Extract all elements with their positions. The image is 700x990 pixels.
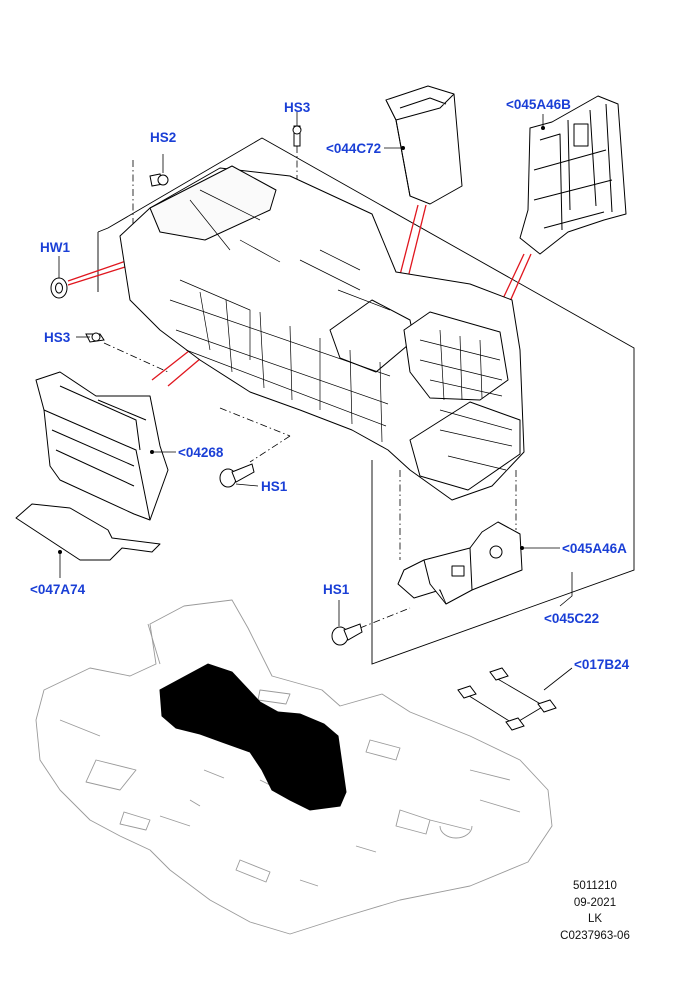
console-ribs [169, 189, 513, 471]
part-045a46a-bracket [397, 521, 523, 605]
assembly-outline [97, 137, 635, 665]
hw1-washer [50, 277, 68, 299]
c047a74-dot [58, 550, 62, 554]
part-044c72-panel [385, 85, 463, 205]
hs1-mid-leader [235, 483, 259, 487]
illustration-code: C0237963-06 [560, 929, 630, 942]
callout-04268[interactable]: <04268 [178, 445, 224, 460]
callout-017b24[interactable]: <017B24 [574, 657, 630, 672]
callout-hs1-low[interactable]: HS1 [323, 582, 350, 597]
callout-hs1-mid[interactable]: HS1 [261, 479, 288, 494]
c045a46a-dot [520, 546, 524, 550]
diagram-date: 09-2021 [573, 896, 617, 909]
diagram-number: 5011210 [573, 880, 617, 892]
part-017b24-pads [457, 667, 573, 731]
callout-hs2[interactable]: HS2 [150, 130, 177, 145]
hs3-left-clip [85, 332, 105, 343]
part-047a74-mat [15, 503, 161, 561]
callout-hw1[interactable]: HW1 [40, 240, 70, 255]
callout-045c22[interactable]: <045C22 [544, 611, 600, 626]
illustrator-initials: LK [587, 913, 603, 925]
callout-045a46a[interactable]: <045A46A [562, 541, 627, 556]
callout-045a46b[interactable]: <045A46B [506, 97, 571, 112]
hs1-mid-screw [219, 463, 255, 488]
callout-hs3-left[interactable]: HS3 [44, 330, 71, 345]
console-body [119, 165, 525, 501]
part-04268-bin [35, 371, 169, 521]
hs3-top-screw [292, 125, 302, 147]
hs1-low-screw [331, 623, 363, 646]
c045c22-leader [559, 572, 573, 607]
diagram-reference-block: 5011210 09-2021 LK C0237963-06 [548, 878, 642, 944]
c04268-dot [150, 450, 154, 454]
callout-hs3-top[interactable]: HS3 [284, 100, 311, 115]
c044c72-dot [401, 146, 405, 150]
callout-047a74[interactable]: <047A74 [30, 582, 86, 597]
floor-tunnel-highlight [159, 663, 347, 811]
part-045a46b-bracket [519, 95, 627, 255]
hs2-screw [149, 173, 169, 187]
callout-044c72[interactable]: <044C72 [326, 141, 382, 156]
c045a46b-dot [541, 126, 545, 130]
